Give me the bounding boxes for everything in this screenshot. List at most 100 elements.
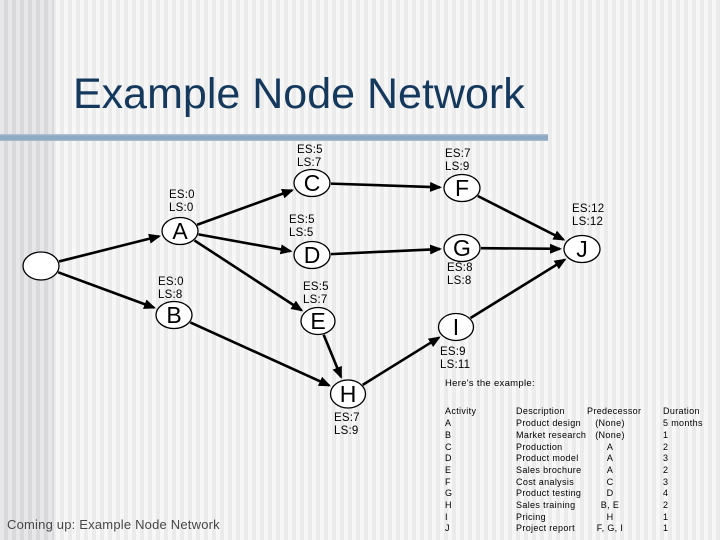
- edge-C-F: [330, 181, 443, 192]
- description-cell: Product testing: [516, 488, 582, 499]
- es-value: ES:0: [158, 276, 184, 288]
- description-cell: Product design: [516, 418, 581, 429]
- edge-A-D: [198, 233, 293, 255]
- footer-coming-up: Coming up: Example Node Network: [7, 517, 220, 532]
- edge-A-C: [196, 188, 294, 226]
- node-ellipse-G: [443, 233, 481, 263]
- edge-H-I: [361, 336, 441, 386]
- description-cell: Production: [516, 441, 563, 452]
- edge-start-B: [57, 271, 156, 309]
- duration-cell: 1: [663, 523, 669, 534]
- node-letter-C: C: [304, 170, 321, 196]
- predecessor-cell: C: [606, 476, 614, 487]
- duration-cell: 2: [663, 441, 669, 452]
- es-value: ES:5: [303, 281, 329, 293]
- edge-B-H: [189, 321, 331, 387]
- activity-cell: I: [445, 511, 448, 522]
- description-cell: Cost analysis: [516, 476, 575, 487]
- es-value: ES:8: [447, 262, 473, 274]
- node-ellipse-H: [329, 379, 367, 409]
- activity-cell: B: [445, 429, 452, 440]
- predecessor-cell: A: [606, 453, 614, 464]
- node-ellipse-start: [22, 251, 60, 281]
- activity-cell: G: [445, 488, 453, 499]
- ls-value: LS:5: [289, 226, 314, 239]
- duration-cell: 2: [663, 499, 669, 510]
- node-ellipse-F: [443, 173, 481, 203]
- ls-value: LS:9: [334, 424, 359, 437]
- column-header: Duration: [663, 406, 700, 416]
- predecessor-cell: (None): [595, 429, 625, 440]
- duration-cell: 4: [663, 488, 669, 499]
- table-row: D Product model A 3: [445, 453, 703, 465]
- ls-value: LS:9: [445, 160, 470, 173]
- predecessor-cell: F, G, I: [596, 523, 624, 534]
- node-ellipse-J: [563, 234, 601, 264]
- description-cell: Product model: [516, 453, 579, 464]
- node-letter-H: H: [340, 381, 357, 407]
- duration-cell: 5 months: [663, 418, 703, 429]
- es-value: ES:5: [297, 144, 323, 156]
- ls-value: LS:12: [572, 215, 604, 228]
- es-value: ES:12: [572, 203, 605, 215]
- predecessor-cell: D: [606, 488, 614, 499]
- duration-cell: 1: [663, 511, 669, 522]
- predecessor-cell: (None): [595, 418, 625, 429]
- edge-A-E: [193, 239, 304, 312]
- activity-cell: J: [445, 523, 450, 534]
- predecessor-cell: A: [606, 441, 614, 452]
- edge-F-J: [477, 194, 566, 241]
- activity-cell: H: [445, 499, 452, 510]
- node-letter-A: A: [172, 218, 188, 244]
- edge-I-J: [469, 258, 567, 320]
- es-value: ES:7: [445, 148, 471, 160]
- node-ellipse-E: [300, 306, 336, 336]
- node-ellipse-D: [293, 240, 331, 270]
- column-header: Activity: [445, 406, 477, 416]
- edge-D-G: [330, 244, 443, 256]
- es-value: ES:7: [334, 412, 360, 424]
- predecessor-cell: H: [606, 511, 614, 522]
- node-letter-I: I: [453, 314, 459, 340]
- column-header: Predecessor: [587, 406, 642, 416]
- description-cell: Market research: [516, 429, 587, 440]
- edge-G-J: [480, 243, 563, 254]
- ls-value: LS:8: [158, 288, 183, 301]
- ls-value: LS:7: [303, 293, 328, 306]
- example-intro-text: Here's the example:: [445, 378, 535, 389]
- node-ellipse-A: [161, 216, 199, 246]
- node-ellipse-I: [437, 312, 475, 342]
- duration-cell: 3: [663, 453, 669, 464]
- node-letter-E: E: [310, 308, 325, 334]
- description-cell: Sales brochure: [516, 464, 582, 475]
- column-header: Description: [516, 406, 565, 416]
- title-underline-bar: [0, 134, 548, 141]
- ls-value: LS:8: [447, 274, 472, 287]
- activity-cell: D: [445, 453, 452, 464]
- edges-group: [57, 181, 567, 387]
- node-letter-F: F: [455, 175, 469, 201]
- node-letter-J: J: [576, 236, 588, 262]
- activity-cell: C: [445, 441, 452, 452]
- node-ellipse-C: [293, 168, 331, 198]
- ls-value: LS:11: [440, 358, 471, 371]
- table-header-row: Activity Description Predecessor Duration: [445, 405, 703, 418]
- table-row: G Product testing D 4: [445, 488, 703, 500]
- description-cell: Sales training: [516, 499, 576, 510]
- duration-cell: 2: [663, 464, 669, 475]
